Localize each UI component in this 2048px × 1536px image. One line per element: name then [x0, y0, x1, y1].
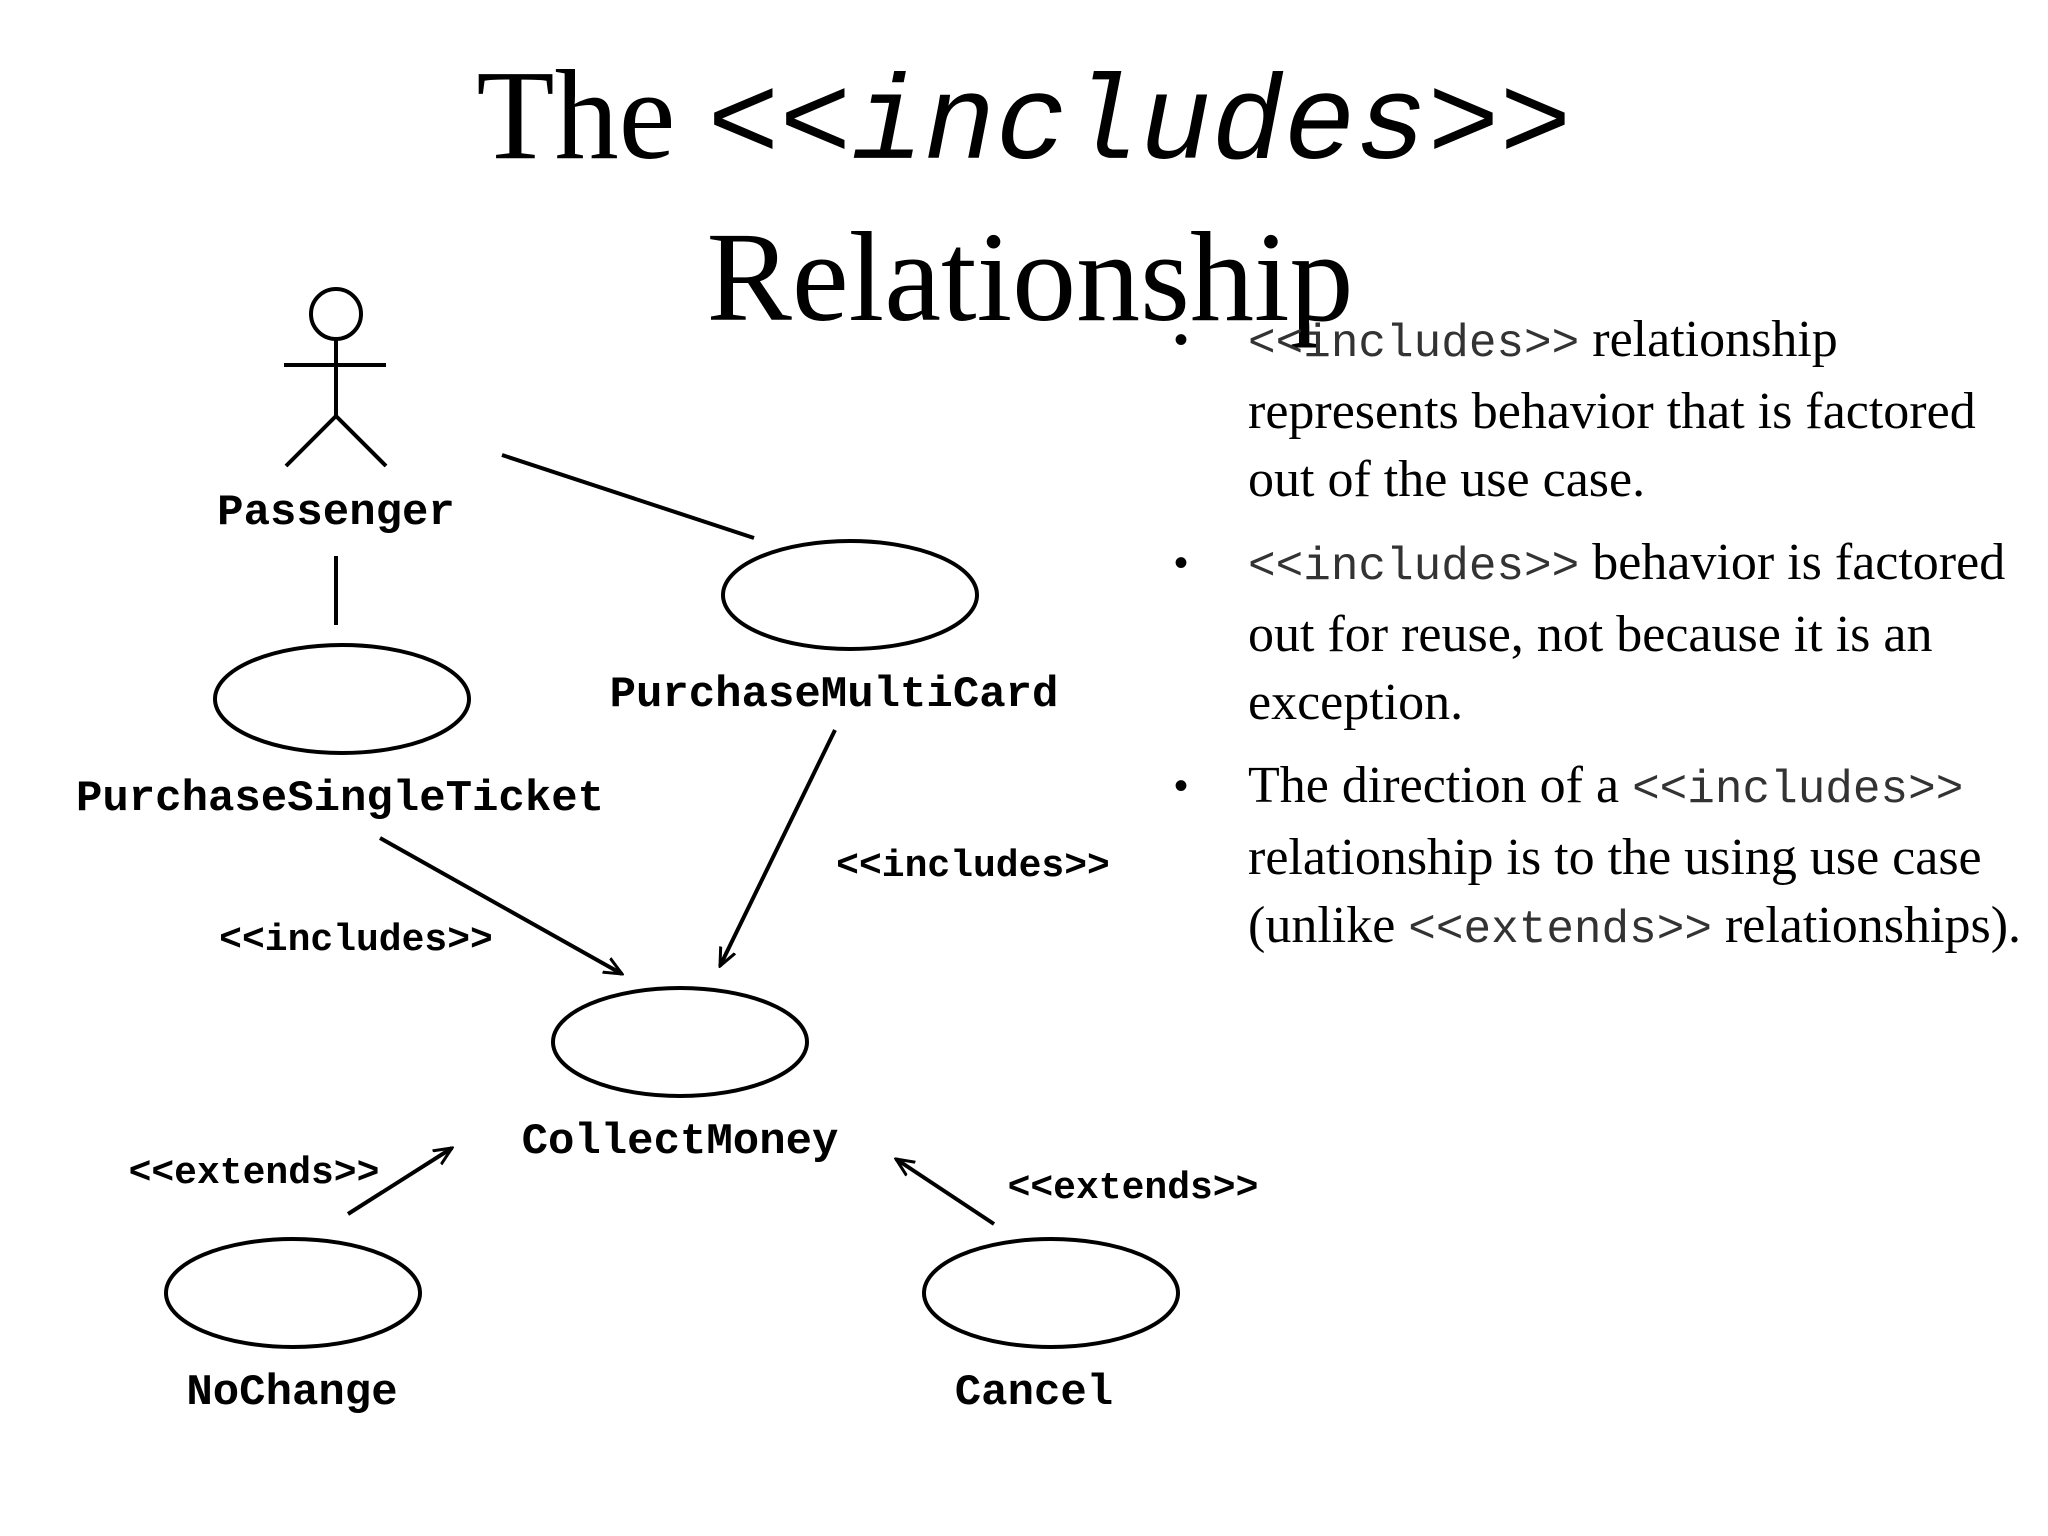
- bullet-code: <<includes>>: [1248, 541, 1580, 593]
- title-line-1: The <<includes>>: [0, 40, 2048, 202]
- stereotype-includes-right: <<includes>>: [836, 845, 1110, 888]
- bullet-text: relationship represents behavior that is…: [1248, 311, 1976, 508]
- label-collect-money: CollectMoney: [522, 1117, 839, 1167]
- extends-arrow-no-change: [346, 1148, 452, 1216]
- stereotype-includes-left: <<includes>>: [219, 919, 493, 962]
- extends-arrow-cancel: [896, 1159, 996, 1226]
- bullet-list: • <<includes>> relationship represents b…: [1165, 306, 2045, 979]
- includes-arrow-multi: [718, 729, 837, 966]
- bullet-text: relationships).: [1711, 897, 2022, 954]
- bullet-text: The direction of a: [1248, 757, 1633, 814]
- bullet-code: <<includes>>: [1248, 318, 1580, 370]
- bullet-dot-icon: •: [1174, 764, 1189, 808]
- association-passenger-multi: [501, 453, 755, 540]
- title-keyword: <<includes>>: [707, 59, 1572, 195]
- title-prefix: The: [476, 44, 676, 186]
- label-purchase-multi-card: PurchaseMultiCard: [610, 670, 1059, 720]
- actor-head: [309, 287, 363, 341]
- actor-left-leg: [284, 414, 338, 468]
- bullet-code: <<extends>>: [1408, 904, 1712, 956]
- actor-right-leg: [334, 414, 388, 468]
- use-case-cancel: [922, 1237, 1180, 1349]
- bullet-item: • <<includes>> behavior is factored out …: [1165, 529, 2045, 737]
- passenger-actor-icon: [284, 287, 388, 468]
- includes-arrow-single: [379, 836, 622, 974]
- use-case-purchase-single-ticket: [213, 643, 471, 755]
- stereotype-extends-left: <<extends>>: [129, 1152, 380, 1195]
- label-purchase-single-ticket: PurchaseSingleTicket: [76, 774, 604, 824]
- bullet-text: relationship is to the using use case (u…: [1248, 829, 1982, 954]
- bullet-dot-icon: •: [1174, 541, 1189, 585]
- use-case-purchase-multi-card: [721, 539, 979, 651]
- slide-title: The <<includes>> Relationship: [0, 40, 2048, 352]
- title-line-2: Relationship: [706, 206, 1354, 348]
- label-no-change: NoChange: [186, 1368, 397, 1418]
- actor-label: Passenger: [217, 488, 455, 538]
- label-cancel: Cancel: [955, 1368, 1113, 1418]
- use-case-collect-money: [551, 986, 809, 1098]
- bullet-item: • <<includes>> relationship represents b…: [1165, 306, 2045, 514]
- bullet-text: behavior is factored out for reuse, not …: [1248, 534, 2006, 731]
- bullet-code: <<includes>>: [1632, 764, 1964, 816]
- use-case-no-change: [164, 1237, 422, 1349]
- stereotype-extends-right: <<extends>>: [1008, 1167, 1259, 1210]
- bullet-item: • The direction of a <<includes>> relati…: [1165, 752, 2045, 964]
- bullet-dot-icon: •: [1174, 318, 1189, 362]
